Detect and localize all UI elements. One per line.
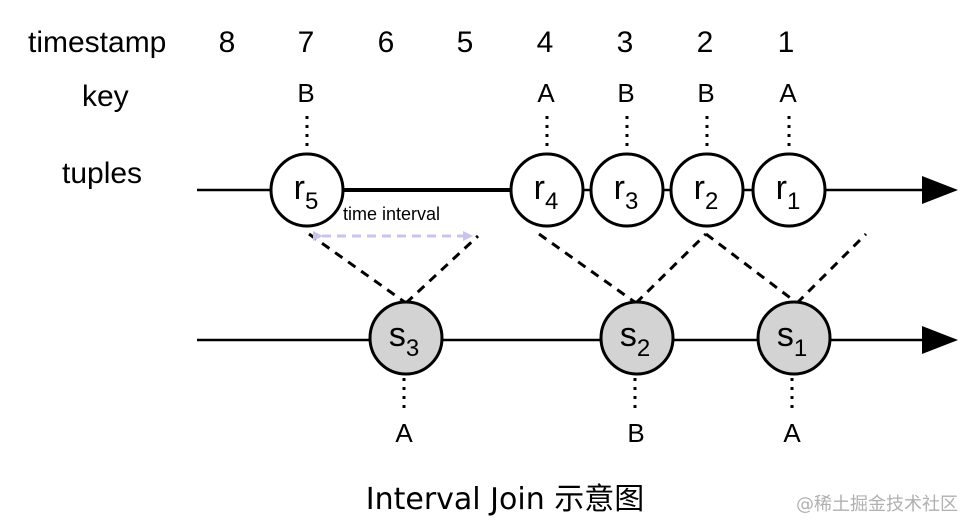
join-line-s1-right bbox=[795, 232, 868, 305]
tuples-label: tuples bbox=[62, 157, 142, 190]
timestamp-8: 8 bbox=[219, 26, 236, 59]
timestamp-1: 1 bbox=[778, 26, 795, 59]
r-key-connectors bbox=[305, 116, 791, 150]
key-r3: B bbox=[617, 78, 634, 108]
key-s1: A bbox=[783, 418, 801, 448]
timestamp-row: 8 7 6 5 4 3 2 1 bbox=[219, 26, 795, 59]
tuple-r2-label: r2 bbox=[694, 169, 719, 215]
tuple-r1-label: r1 bbox=[776, 169, 801, 215]
diagram-caption: Interval Join 示意图 bbox=[366, 482, 645, 517]
tuple-s2-label: s2 bbox=[620, 316, 650, 362]
tuple-s2: s2 bbox=[599, 300, 675, 376]
tuple-r5-circle bbox=[269, 152, 345, 228]
join-lines bbox=[308, 232, 868, 305]
tuple-r2-circle bbox=[669, 152, 745, 228]
tuple-s3-label: s3 bbox=[389, 316, 419, 362]
key-label: key bbox=[82, 80, 129, 113]
watermark: @稀土掘金技术社区 bbox=[796, 494, 958, 515]
timestamp-2: 2 bbox=[697, 26, 714, 59]
key-r4: A bbox=[537, 78, 555, 108]
tuple-r5: r5 bbox=[269, 152, 345, 228]
tuple-s1-label: s1 bbox=[777, 316, 807, 362]
tuple-s3: s3 bbox=[368, 300, 444, 376]
s-key-row: A B A bbox=[395, 418, 801, 448]
tuple-r3: r3 bbox=[589, 152, 665, 228]
s-stream-arrowhead bbox=[922, 326, 958, 354]
tuple-r4: r4 bbox=[509, 152, 585, 228]
tuple-r3-label: r3 bbox=[614, 169, 639, 215]
tuple-r4-circle bbox=[509, 152, 585, 228]
r-key-row: B A B B A bbox=[297, 78, 797, 108]
key-r2: B bbox=[697, 78, 714, 108]
tuple-s1: s1 bbox=[756, 300, 832, 376]
tuple-s2-circle bbox=[599, 300, 675, 376]
key-s3: A bbox=[395, 418, 413, 448]
join-line-r5-s3 bbox=[308, 232, 407, 305]
tuple-r2: r2 bbox=[669, 152, 745, 228]
r-tuples: r5 r4 r3 r2 r1 bbox=[269, 152, 827, 228]
tuple-r1: r1 bbox=[751, 152, 827, 228]
join-line-r4-s2 bbox=[538, 232, 637, 305]
join-line-s2-r2 bbox=[634, 232, 708, 305]
tuple-r4-label: r4 bbox=[534, 169, 559, 215]
time-interval-label: time interval bbox=[343, 204, 440, 224]
s-tuples: s3 s2 s1 bbox=[368, 300, 832, 376]
timestamp-7: 7 bbox=[298, 26, 315, 59]
tuple-r1-circle bbox=[751, 152, 827, 228]
key-s2: B bbox=[627, 418, 644, 448]
timestamp-4: 4 bbox=[537, 26, 554, 59]
tuple-s1-circle bbox=[756, 300, 832, 376]
r-stream-arrowhead bbox=[922, 176, 958, 204]
timestamp-label: timestamp bbox=[28, 26, 166, 59]
tuple-r5-label: r5 bbox=[294, 169, 319, 215]
join-line-s3-right bbox=[404, 234, 480, 305]
tuple-r3-circle bbox=[589, 152, 665, 228]
key-r5: B bbox=[297, 78, 314, 108]
timestamp-3: 3 bbox=[617, 26, 634, 59]
timestamp-5: 5 bbox=[457, 26, 474, 59]
key-r1: A bbox=[779, 78, 797, 108]
join-line-r2-s1 bbox=[705, 232, 798, 305]
timestamp-6: 6 bbox=[378, 26, 395, 59]
tuple-s3-circle bbox=[368, 300, 444, 376]
s-key-connectors bbox=[402, 378, 794, 412]
